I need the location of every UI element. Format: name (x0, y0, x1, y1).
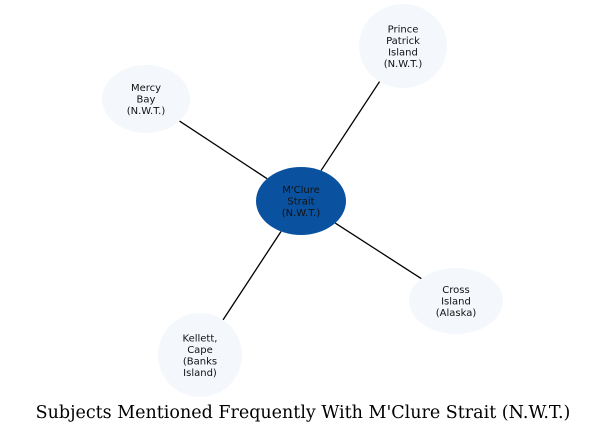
diagram-title: Subjects Mentioned Frequently With M'Clu… (36, 403, 571, 423)
node-mercy-bay-label-line: (N.W.T.) (127, 106, 166, 117)
node-kellett-cape-shape (158, 313, 242, 397)
edge-to-kellett-cape (222, 231, 282, 321)
node-prince-patrick-island-shape (359, 4, 447, 88)
node-kellett-cape-label-line: Kellett, (183, 333, 218, 344)
nodes-layer: PrincePatrickIsland(N.W.T.)MercyBay(N.W.… (102, 4, 503, 397)
node-cross-island-shape (409, 268, 503, 334)
node-mercy-bay-label-line: Bay (137, 95, 156, 106)
node-center-label-line: Strait (287, 197, 314, 208)
edge-to-cross-island (334, 222, 422, 280)
edge-to-mercy-bay (179, 120, 268, 180)
node-kellett-cape-label-line: (Banks (183, 356, 217, 367)
node-center-shape (256, 167, 346, 235)
node-center-label-line: M'Clure (282, 185, 320, 196)
edge-to-prince-patrick-island (320, 81, 381, 171)
node-prince-patrick-island-label-line: Island (388, 47, 418, 58)
node-mercy-bay-shape (102, 65, 190, 133)
node-prince-patrick-island-label-line: Prince (388, 24, 419, 35)
node-prince-patrick-island-label-line: (N.W.T.) (384, 59, 423, 70)
node-cross-island-label-line: Island (441, 297, 471, 308)
node-cross-island-label-line: Cross (442, 285, 469, 296)
node-center-label-line: (N.W.T.) (282, 208, 321, 219)
node-mercy-bay-label-line: Mercy (131, 83, 161, 94)
node-cross-island-label-line: (Alaska) (436, 308, 477, 319)
node-kellett-cape-label-line: Cape (187, 345, 213, 356)
edges-layer (179, 81, 422, 321)
node-kellett-cape-label-line: Island) (183, 368, 217, 379)
node-prince-patrick-island-label-line: Patrick (386, 36, 420, 47)
